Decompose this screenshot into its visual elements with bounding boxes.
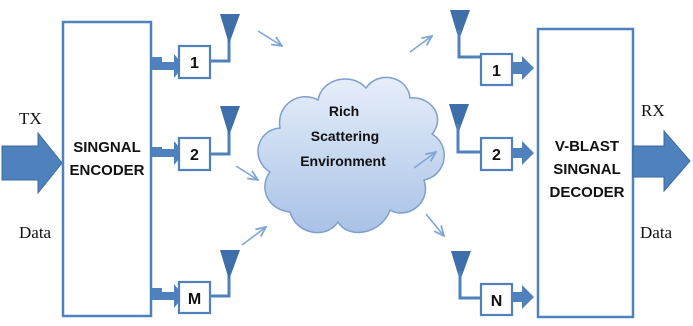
encoder-label-line-2: ENCODER	[69, 162, 144, 179]
ray-tx-m	[241, 227, 266, 246]
tx-port-label-1: 1	[190, 55, 199, 72]
rx-feed-line-n	[458, 271, 481, 300]
decoder-label-line-2: SINGNAL	[553, 161, 621, 178]
antenna-icon	[451, 251, 471, 281]
rx-port-label-2: 2	[492, 147, 501, 164]
rx-port-box-2	[479, 136, 514, 172]
tx-label: TX	[19, 109, 42, 128]
ray-tx-2	[235, 165, 258, 180]
tx-feed-line-1	[210, 30, 231, 63]
antenna-icon	[449, 104, 469, 134]
rx-data-label: Data	[640, 223, 673, 242]
rx-feed-line-1	[457, 30, 481, 59]
rx-port-box-1	[479, 52, 514, 87]
cloud-shape: Rich Scattering Environment	[257, 76, 445, 234]
decoder-label-line-1: V-BLAST	[555, 138, 619, 155]
ray-rx-n	[425, 213, 444, 236]
tx-feed-line-2	[210, 122, 231, 156]
antenna-icon	[220, 250, 240, 280]
antenna-icon	[220, 14, 240, 44]
antenna-icon	[220, 106, 240, 136]
tx-branch-arrow-2	[151, 141, 184, 165]
tx-branch-arrow-1	[151, 54, 184, 78]
tx-input-arrow	[1, 131, 63, 195]
rx-branch-arrow-2	[512, 141, 534, 165]
rx-port-label-1: 1	[492, 63, 501, 80]
tx-port-box-1	[177, 44, 212, 80]
ray-rx-1	[409, 36, 432, 53]
rx-branch-arrow-n	[512, 285, 534, 309]
ray-tx-1	[257, 30, 282, 46]
tx-port-label-m: M	[188, 291, 201, 308]
cloud-label-line-3: Environment	[300, 153, 386, 169]
cloud-label-line-1: Rich	[329, 103, 359, 119]
cloud-label-line-2: Scattering	[311, 128, 379, 144]
tx-data-label: Data	[19, 223, 52, 242]
rx-port-label-n: N	[491, 293, 503, 310]
rx-branch-arrow-1	[512, 56, 534, 80]
tx-branch-arrow-m	[151, 284, 184, 308]
ray-rx-2	[413, 152, 436, 169]
tx-port-label-2: 2	[190, 147, 199, 164]
rx-output-arrow	[632, 129, 691, 193]
rx-label: RX	[641, 101, 665, 120]
signal-encoder-block	[61, 20, 153, 318]
encoder-label-line-1: SINGNAL	[73, 139, 141, 156]
decoder-label-line-3: DECODER	[549, 184, 624, 201]
vblast-decoder-block	[536, 27, 635, 319]
rx-feed-line-2	[456, 124, 481, 154]
rx-port-box-n	[479, 282, 514, 317]
antenna-icon	[450, 10, 470, 40]
